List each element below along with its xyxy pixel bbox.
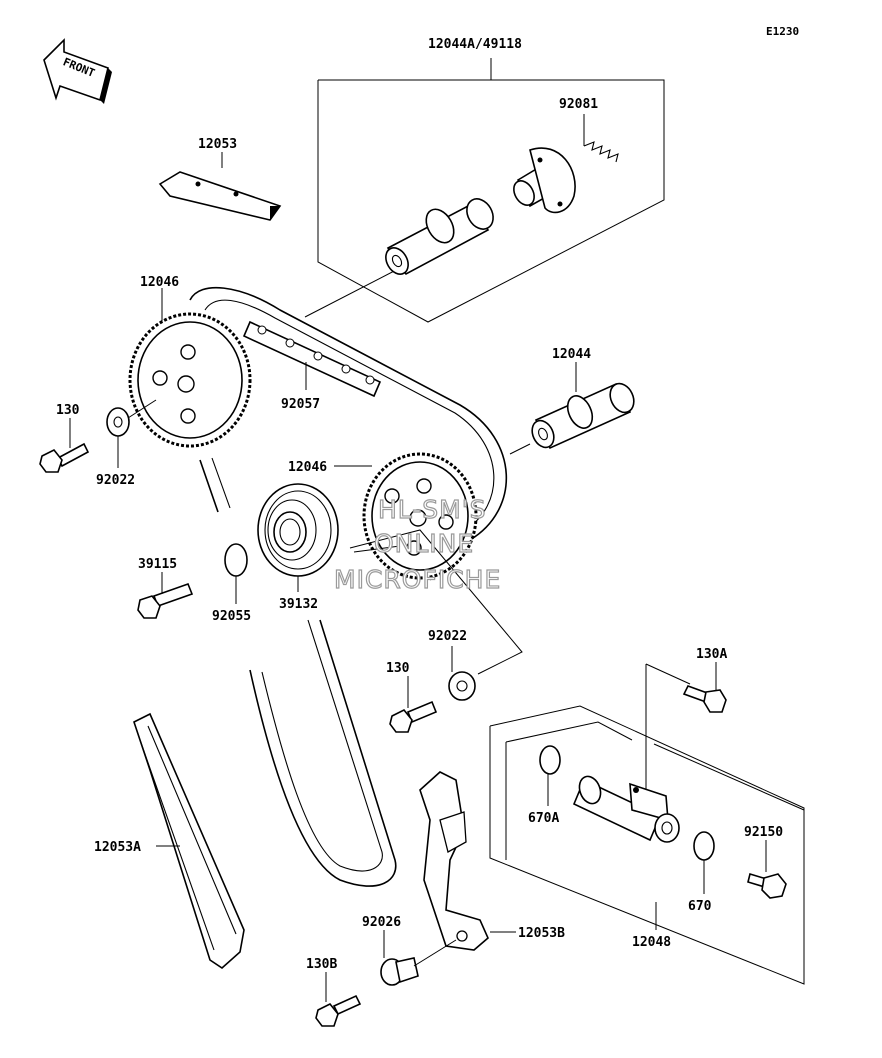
watermark-line-1: HL-SM'S (378, 495, 487, 524)
label-12048: 12048 (632, 935, 671, 950)
label-130a: 130A (696, 647, 727, 662)
label-12044a-49118: 12044A/49118 (428, 37, 522, 52)
label-12046-left: 12046 (140, 275, 179, 290)
camshaft-12044 (531, 382, 635, 450)
oring-670 (693, 831, 715, 861)
bolt-130-center (389, 700, 438, 733)
label-12053b: 12053B (518, 926, 565, 941)
bolt-92150 (747, 872, 787, 899)
label-92026: 92026 (362, 915, 401, 930)
bolt-130a (682, 685, 727, 713)
label-92022-right: 92022 (428, 629, 467, 644)
label-130-left: 130 (56, 403, 80, 418)
bolt-130-left (39, 442, 90, 473)
label-670: 670 (688, 899, 712, 914)
guide-12053a (133, 712, 245, 970)
front-arrow-icon: FRONT (43, 38, 112, 104)
sprocket-39132 (257, 483, 339, 577)
collar-92026 (380, 957, 419, 986)
label-670a: 670A (528, 811, 559, 826)
sprocket-left-12046 (128, 312, 252, 448)
chain-section-92057 (242, 320, 382, 398)
upper-camshaft (385, 198, 494, 276)
oring-92055 (224, 543, 248, 577)
tensioner-12048 (572, 775, 680, 843)
decompressor-assembly (513, 147, 576, 214)
label-92022-left: 92022 (96, 473, 135, 488)
label-39132: 39132 (279, 597, 318, 612)
washer-92022-left (106, 407, 130, 437)
camshaft-set-bracket (304, 58, 665, 323)
label-39115: 39115 (138, 557, 177, 572)
watermark-line-3: MICROFICHE (334, 565, 501, 594)
washer-92022-right (448, 671, 476, 701)
tensioner-bracket (489, 663, 805, 985)
label-92081: 92081 (559, 97, 598, 112)
label-130-center: 130 (386, 661, 410, 676)
label-92055: 92055 (212, 609, 251, 624)
label-12044: 12044 (552, 347, 591, 362)
label-130b: 130B (306, 957, 337, 972)
label-12053a: 12053A (94, 840, 141, 855)
oring-670a (539, 745, 561, 775)
label-12053: 12053 (198, 137, 237, 152)
label-92057: 92057 (281, 397, 320, 412)
watermark-line-2: ONLINE (374, 529, 474, 558)
watermark: HL-SM'S ONLINE MICROFICHE (333, 494, 501, 594)
bolt-39115 (137, 582, 194, 619)
guide-12053 (158, 171, 282, 221)
guide-12053b (419, 771, 489, 951)
bolt-130b (315, 994, 362, 1027)
label-92150: 92150 (744, 825, 783, 840)
label-12046-right: 12046 (288, 460, 327, 475)
diagram-code: E1230 (766, 25, 799, 38)
spring-92081 (583, 141, 619, 163)
